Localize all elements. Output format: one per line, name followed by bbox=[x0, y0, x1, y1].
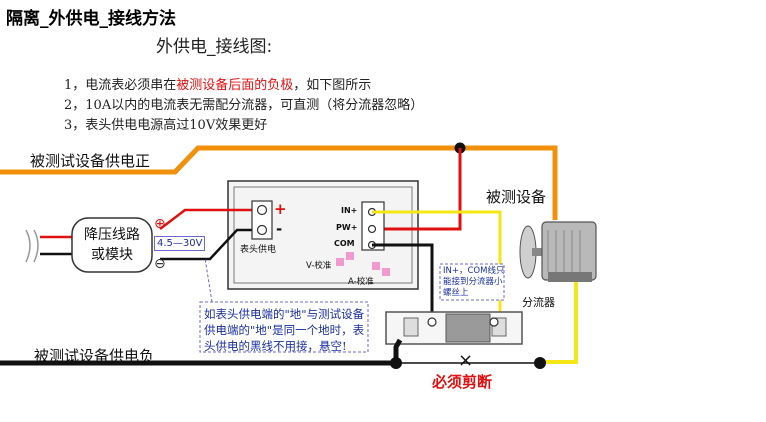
motor-shaft bbox=[532, 248, 544, 256]
meter-power-plus-screw bbox=[256, 204, 268, 216]
shunt-note-box bbox=[439, 263, 505, 301]
note-3: 3，表头供电电源高过10V效果更好 bbox=[64, 118, 268, 133]
pin-pw-label: PW+ bbox=[336, 223, 358, 232]
black-com-wire bbox=[372, 243, 434, 323]
v-calibrate-pad-1 bbox=[336, 258, 344, 266]
buck-module-label: 降压线路 或模块 bbox=[76, 225, 148, 265]
shunt-terminal-left bbox=[403, 317, 419, 337]
buck-module-label-line2: 或模块 bbox=[91, 247, 133, 263]
red-wire-pw bbox=[372, 148, 462, 231]
buck-minus-icon: ⊖ bbox=[154, 256, 166, 272]
pin-in-label: IN+ bbox=[341, 206, 358, 215]
label-supply-negative: 被测试设备供电负 bbox=[34, 347, 155, 365]
a-calibrate-label: A-校准 bbox=[348, 277, 374, 287]
meter-minus-sign: - bbox=[276, 220, 283, 238]
note-2: 2，10A以内的电流表无需配分流器，可直测（将分流器忽略） bbox=[64, 98, 424, 113]
shunt-note: IN+，COM线只能接到分流器小螺丝上 bbox=[443, 266, 505, 298]
pw-plus-screw bbox=[367, 224, 377, 234]
motor-body bbox=[541, 221, 597, 281]
callout-note: 如表头供电端的"地"与测试设备供电端的"地"是同一个地时，表头供电的黑线不用接，… bbox=[204, 307, 365, 353]
note-1-suffix: ，如下图所示 bbox=[293, 78, 372, 93]
buck-black-output bbox=[160, 228, 262, 261]
junction-dot-right bbox=[534, 357, 546, 369]
page-title: 隔离_外供电_接线方法 bbox=[6, 9, 176, 29]
shunt-screw-right bbox=[489, 317, 499, 327]
wire-break-mark-2 bbox=[33, 229, 39, 263]
callout-box bbox=[199, 301, 369, 353]
must-cut-label: 必须剪断 bbox=[432, 373, 493, 391]
v-calibrate-pad-2 bbox=[346, 252, 354, 260]
buck-plus-icon: ⊕ bbox=[154, 216, 166, 232]
label-supply-positive: 被测试设备供电正 bbox=[30, 152, 151, 170]
note-1-prefix: 1，电流表必须串在 bbox=[64, 78, 177, 93]
buck-module-box bbox=[71, 217, 153, 273]
meter-power-label: 表头供电 bbox=[240, 245, 277, 255]
wire-break-mark-1 bbox=[25, 229, 31, 263]
v-calibrate-label: V-校准 bbox=[306, 261, 332, 271]
negative-supply-wire bbox=[0, 338, 403, 366]
shunt-resistor bbox=[445, 313, 491, 343]
label-device-under-test: 被测设备 bbox=[486, 188, 547, 206]
cut-mark-icon: × bbox=[458, 350, 474, 371]
note-1-highlight: 被测设备后面的负极 bbox=[176, 78, 294, 93]
section-title: 外供电_接线图: bbox=[156, 37, 273, 57]
pin-com-label: COM bbox=[334, 239, 355, 248]
positive-supply-wire bbox=[0, 145, 558, 220]
note-1: 1，电流表必须串在被测设备后面的负极，如下图所示 bbox=[64, 74, 371, 93]
a-calibrate-pad-2 bbox=[382, 268, 390, 276]
meter-plus-sign: + bbox=[274, 200, 287, 218]
shunt-screw-left bbox=[427, 317, 437, 327]
shunt-label: 分流器 bbox=[522, 296, 555, 309]
buck-module-label-line1: 降压线路 bbox=[84, 227, 140, 243]
meter-power-minus-screw bbox=[256, 224, 268, 236]
buck-red-output bbox=[159, 208, 262, 230]
callout-pointer bbox=[204, 257, 213, 303]
junction-dot-left bbox=[390, 357, 402, 369]
voltage-range-label: 4.5—30V bbox=[154, 236, 206, 251]
a-calibrate-pad-1 bbox=[372, 262, 380, 270]
motor-base bbox=[548, 272, 592, 282]
